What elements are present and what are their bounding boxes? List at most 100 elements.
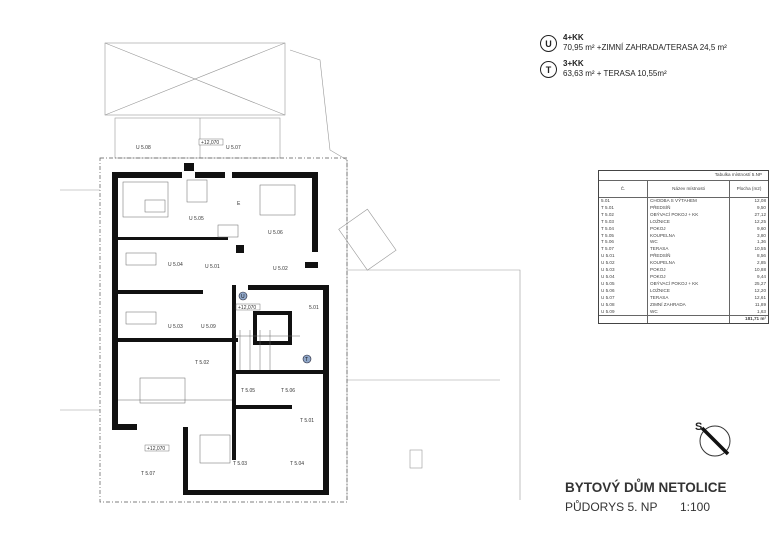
room-label: T 5.01 (300, 418, 314, 424)
unit-type: 3+KK (563, 59, 584, 68)
room-name: KOUPELNA (647, 232, 730, 240)
room-label: T 5.07 (141, 471, 155, 477)
level-tag: +12,070 (238, 305, 256, 311)
room-label: U 5.04 (168, 262, 183, 268)
room-area: 12,20 (729, 287, 768, 295)
room-area: 9,50 (729, 204, 768, 212)
marker-t-icon: T (540, 61, 557, 78)
room-area: 2,85 (729, 260, 768, 268)
room-name: POKOJ (647, 273, 730, 281)
room-area: 10,88 (729, 267, 768, 274)
fridge-label: E (237, 201, 241, 207)
room-label: U 5.03 (168, 324, 183, 330)
room-area: 9,60 (729, 225, 768, 233)
svg-text:S: S (695, 421, 702, 433)
room-label: T 5.03 (233, 461, 247, 467)
empty-cell (647, 315, 730, 324)
room-area: 3,80 (729, 232, 768, 240)
table-caption: Tabulka místností 5.NP (599, 171, 768, 181)
room-name: PŘEDSÍŇ (647, 204, 730, 212)
room-number: T 5.05 (601, 232, 614, 238)
room-label: U 5.06 (268, 230, 283, 236)
room-area: 27,12 (729, 211, 768, 219)
room-number: T 5.02 (601, 211, 614, 217)
room-name: OBÝVACÍ POKOJ + KK (647, 211, 730, 219)
col-header: Č. (599, 181, 648, 198)
furniture (118, 179, 300, 464)
legend-item-t: T 3+KK 63,63 m² + TERASA 10,55m² (540, 59, 727, 79)
unit-type: 4+KK (563, 33, 584, 42)
room-name: WC (647, 239, 730, 247)
room-number: U 5.02 (601, 260, 615, 266)
room-area: 12,25 (729, 218, 768, 226)
room-area: 12,61 (729, 294, 768, 302)
level-tag: +12,070 (201, 140, 219, 146)
col-header: Název místnosti (647, 181, 730, 198)
room-name: KOUPELNA (647, 260, 730, 268)
unit-area: 63,63 m² + TERASA 10,55m² (563, 69, 667, 78)
room-area: 25,27 (729, 280, 768, 288)
total-area: 181,71 m² (729, 315, 768, 324)
room-name: WC (647, 308, 730, 316)
room-name: POKOJ (647, 267, 730, 274)
room-number: U 5.03 (601, 267, 615, 273)
room-label: T 5.02 (195, 360, 209, 366)
floor-boundary (99, 157, 348, 503)
room-name: CHODBA S VÝTAHEM (647, 197, 730, 205)
room-name: TERASA (647, 294, 730, 302)
legend-item-u: U 4+KK 70,95 m² +ZIMNÍ ZAHRADA/TERASA 24… (540, 33, 727, 53)
room-label: T 5.06 (281, 388, 295, 394)
drawing-title: PŮDORYS 5. NP (565, 500, 658, 514)
room-name: TERASA (647, 246, 730, 254)
roof-outline (104, 42, 286, 116)
room-label: U 5.09 (201, 324, 216, 330)
walls (112, 163, 329, 495)
level-tag: +12,070 (147, 446, 165, 452)
room-number: U 5.06 (601, 287, 615, 293)
room-number: 5.01 (601, 198, 610, 203)
room-area: 11,89 (729, 301, 768, 309)
room-number: U 5.08 (601, 301, 615, 307)
unit-marker-t: T (302, 354, 312, 364)
room-label: 5.01 (309, 305, 319, 311)
unit-area: 70,95 m² +ZIMNÍ ZAHRADA/TERASA 24,5 m² (563, 43, 727, 52)
empty-cell (599, 315, 648, 324)
room-label: U 5.05 (189, 216, 204, 222)
col-header: Plocha (m2) (729, 181, 768, 198)
room-area: 10,55 (729, 246, 768, 254)
svg-text:T: T (305, 357, 308, 363)
room-name: OBÝVACÍ POKOJ + KK (647, 280, 730, 288)
room-number: T 5.01 (601, 204, 614, 210)
unit-legend: U 4+KK 70,95 m² +ZIMNÍ ZAHRADA/TERASA 24… (540, 33, 727, 85)
unit-marker-u: U (238, 291, 248, 301)
room-area: 12,08 (729, 197, 768, 205)
room-number: U 5.05 (601, 280, 615, 286)
room-number: T 5.03 (601, 218, 614, 224)
room-label: U 5.07 (226, 145, 241, 151)
total-row: 181,71 m² (599, 315, 768, 324)
room-area: 1,63 (729, 308, 768, 316)
north-arrow-icon: S (695, 421, 731, 457)
marker-u-icon: U (540, 35, 557, 52)
room-number: U 5.04 (601, 273, 615, 279)
room-area: 8,56 (729, 253, 768, 261)
project-title: BYTOVÝ DŮM NETOLICE (565, 480, 727, 495)
room-label: U 5.08 (136, 145, 151, 151)
room-label: T 5.04 (290, 461, 304, 467)
room-label: U 5.01 (205, 264, 220, 270)
room-table: Tabulka místností 5.NP Č. Název místnost… (598, 170, 769, 325)
